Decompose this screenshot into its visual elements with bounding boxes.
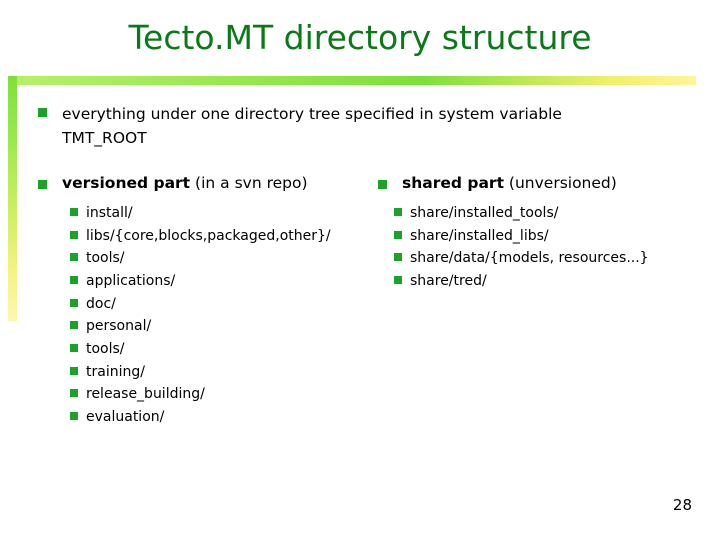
heading-shared-part: shared part (unversioned)	[374, 174, 694, 192]
column-versioned-part: versioned part (in a svn repo) install/ …	[34, 174, 384, 429]
list-item-label: install/	[86, 205, 133, 222]
list-item-label: share/installed_libs/	[410, 227, 549, 244]
list-item: libs/{core,blocks,packaged,other}/	[34, 225, 384, 248]
bullet-square-icon	[38, 108, 47, 117]
bullet-square-icon	[70, 253, 78, 262]
bullet-text-line2: TMT_ROOT	[62, 129, 147, 148]
list-item: install/	[34, 202, 384, 225]
bullet-square-icon	[378, 180, 387, 190]
bullet-square-icon	[70, 298, 78, 307]
list-item: tools/	[34, 247, 384, 270]
list-item: training/	[34, 361, 384, 384]
list-item-label: release_building/	[86, 386, 205, 403]
list-item-label: tools/	[86, 250, 125, 267]
list-item: applications/	[34, 270, 384, 293]
list-item-label: applications/	[86, 273, 176, 290]
shared-item-list: share/installed_tools/ share/installed_l…	[374, 202, 694, 293]
page-title: Tecto.MT directory structure	[128, 18, 592, 57]
list-item-label: doc/	[86, 295, 116, 312]
bullet-square-icon	[70, 344, 78, 353]
list-item-label: personal/	[86, 318, 152, 335]
list-item: share/data/{models, resources...}	[374, 247, 694, 270]
page-number: 28	[672, 496, 692, 514]
vertical-accent-bar	[8, 76, 17, 321]
list-item: share/installed_tools/	[374, 202, 694, 225]
list-item-label: tools/	[86, 341, 125, 358]
slide-content: everything under one directory tree spec…	[34, 100, 694, 425]
list-item: release_building/	[34, 383, 384, 406]
bullet-square-icon	[394, 276, 402, 285]
bullet-square-icon	[70, 230, 78, 239]
heading-versioned-part: versioned part (in a svn repo)	[34, 174, 384, 192]
list-item: tools/	[34, 338, 384, 361]
list-item: share/installed_libs/	[374, 225, 694, 248]
bullet-square-icon	[394, 230, 402, 239]
bullet-text-line1: everything under one directory tree spec…	[62, 105, 562, 123]
bullet-item-root-dir: everything under one directory tree spec…	[34, 102, 694, 150]
list-item-label: share/installed_tools/	[410, 205, 559, 222]
bullet-square-icon	[70, 276, 78, 285]
list-item-label: evaluation/	[86, 409, 165, 426]
bullet-square-icon	[70, 321, 78, 330]
list-item-label: share/data/{models, resources...}	[410, 250, 649, 267]
bullet-square-icon	[70, 412, 78, 421]
column-shared-part: shared part (unversioned) share/installe…	[374, 174, 694, 293]
list-item-label: training/	[86, 363, 145, 380]
horizontal-accent-bar	[14, 76, 696, 85]
bullet-square-icon	[394, 253, 402, 262]
heading-shared-label: shared part	[402, 174, 504, 193]
list-item-label: share/tred/	[410, 273, 487, 290]
list-item: personal/	[34, 315, 384, 338]
versioned-item-list: install/ libs/{core,blocks,packaged,othe…	[34, 202, 384, 429]
heading-versioned-label: versioned part	[62, 174, 191, 193]
list-item-label: libs/{core,blocks,packaged,other}/	[86, 227, 331, 244]
bullet-square-icon	[70, 366, 78, 375]
bullet-square-icon	[394, 208, 402, 217]
list-item: doc/	[34, 293, 384, 316]
bullet-square-icon	[70, 208, 78, 217]
heading-versioned-note: (in a svn repo)	[190, 174, 308, 193]
bullet-square-icon	[38, 180, 47, 190]
list-item: share/tred/	[374, 270, 694, 293]
heading-shared-note: (unversioned)	[503, 174, 617, 193]
list-item: evaluation/	[34, 406, 384, 429]
bullet-square-icon	[70, 389, 78, 398]
